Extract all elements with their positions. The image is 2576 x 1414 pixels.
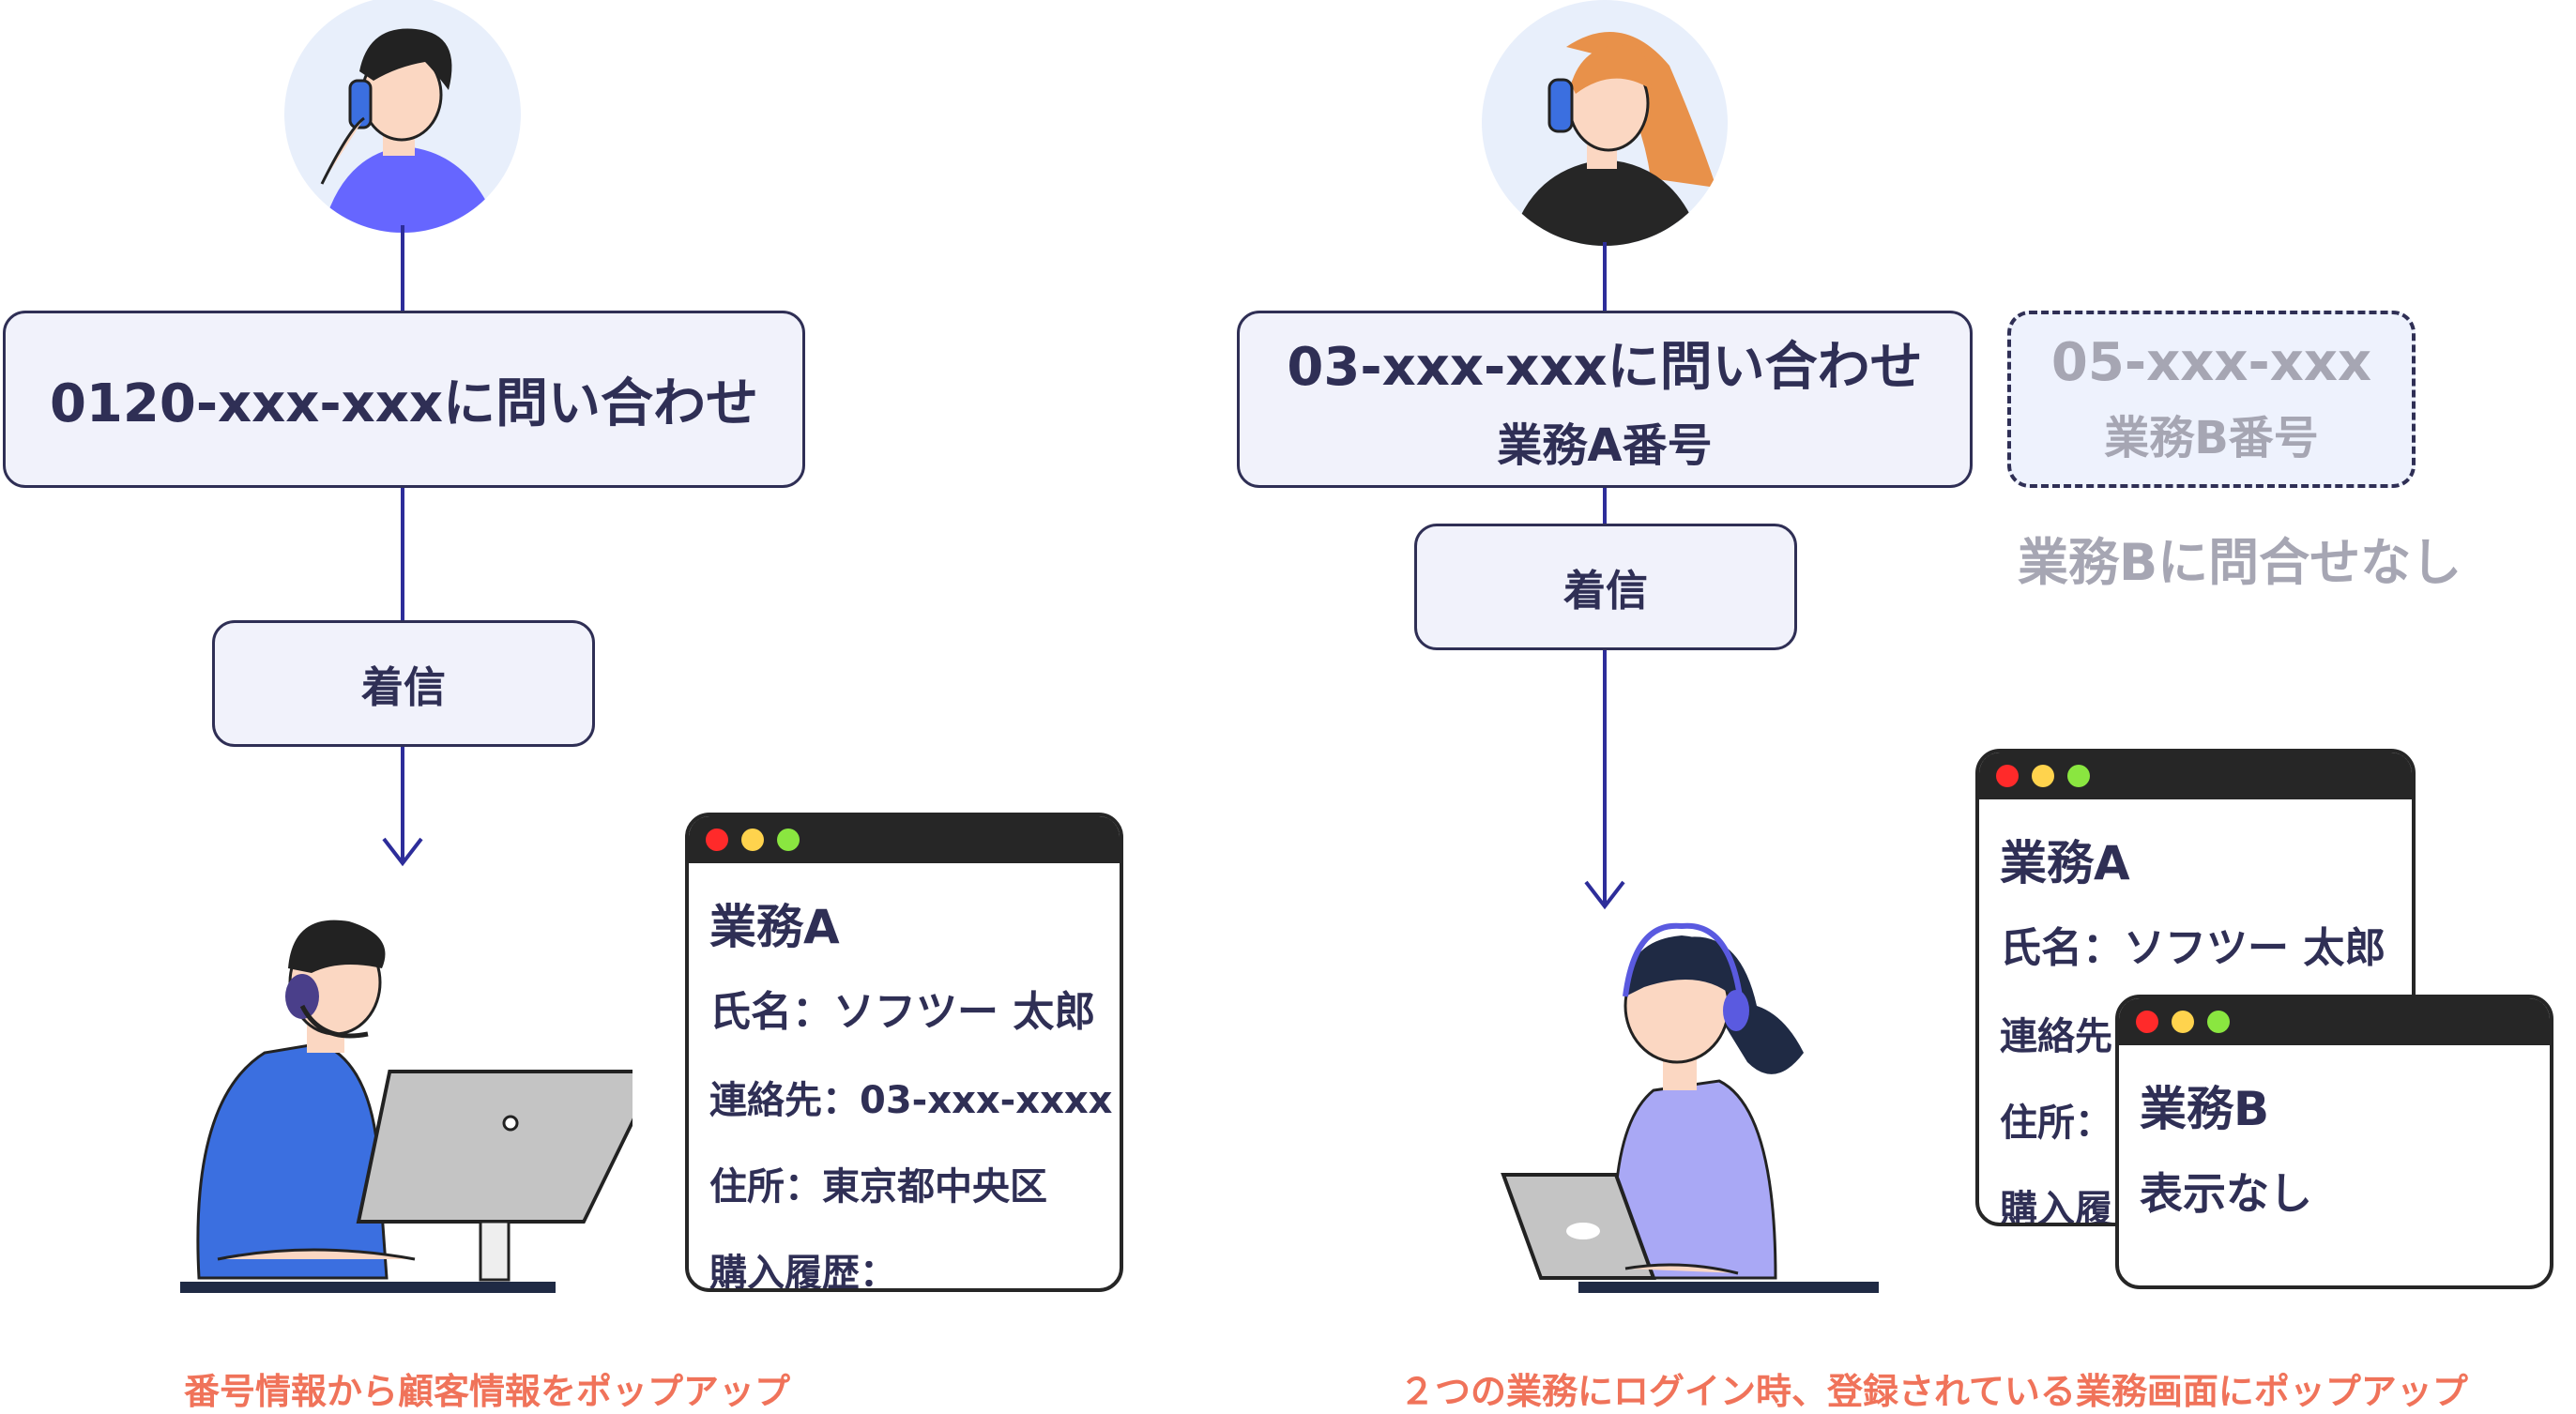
minimize-dot-icon[interactable]: [2032, 765, 2054, 787]
caption-right: ２つの業務にログイン時、登録されている業務画面にポップアップ: [1399, 1371, 2468, 1412]
window-title: 業務A: [709, 900, 840, 954]
operator-woman-illustration: [1501, 922, 1879, 1293]
incoming-box-right: 着信: [1414, 524, 1797, 650]
close-dot-icon[interactable]: [2136, 1011, 2158, 1033]
caption-left: 番号情報から顧客情報をポップアップ: [184, 1371, 791, 1412]
no-display-text: 表示なし: [2140, 1168, 2312, 1219]
window-titlebar: [1979, 753, 2412, 799]
maximize-dot-icon[interactable]: [2067, 765, 2090, 787]
maximize-dot-icon[interactable]: [777, 829, 800, 851]
purchase-history: 購入履: [2000, 1188, 2112, 1226]
connector-line: [401, 225, 404, 312]
purchase-history: 購入履歴：: [709, 1252, 897, 1292]
window-title: 業務B: [2140, 1082, 2270, 1136]
popup-window-business-a: 業務A 氏名：ソフツー 太郎 連絡先：03-xxx-xxxx 住所：東京都中央区…: [685, 813, 1123, 1292]
close-dot-icon[interactable]: [706, 829, 728, 851]
incoming-box-left: 着信: [212, 620, 595, 747]
connector-line: [401, 747, 404, 863]
inquiry-business-label: 業務A番号: [1497, 419, 1713, 472]
inquiry-text: 03-xxx-xxxに問い合わせ: [1287, 337, 1923, 398]
window-titlebar: [689, 816, 1120, 863]
incoming-label: 着信: [1562, 566, 1648, 616]
customer-name: 氏名：ソフツー 太郎: [709, 988, 1096, 1036]
customer-address: 住所：東京都中央区: [709, 1165, 1047, 1209]
minimize-dot-icon[interactable]: [741, 829, 764, 851]
connector-line: [1603, 650, 1607, 905]
close-dot-icon[interactable]: [1996, 765, 2019, 787]
minimize-dot-icon[interactable]: [2172, 1011, 2194, 1033]
arrow-down-icon: [382, 837, 423, 867]
connector-line: [1603, 488, 1607, 524]
incoming-label: 着信: [360, 662, 446, 712]
connector-line: [401, 488, 404, 620]
inquiry-text: 0120-xxx-xxxに問い合わせ: [49, 373, 759, 434]
operator-man-illustration: [180, 920, 633, 1293]
caller-avatar-man: [284, 0, 521, 233]
connector-line: [1603, 242, 1607, 312]
arrow-down-icon: [1584, 880, 1625, 910]
no-inquiry-note: 業務Bに問合せなし: [2018, 533, 2462, 592]
customer-contact: 連絡先: [2000, 1015, 2112, 1058]
window-titlebar: [2119, 998, 2550, 1045]
window-title: 業務A: [2000, 836, 2130, 890]
business-b-label: 業務B番号: [2104, 412, 2319, 464]
business-b-number: 05-xxx-xxx: [2050, 332, 2372, 393]
business-b-number-box: 05-xxx-xxx 業務B番号: [2007, 311, 2416, 488]
maximize-dot-icon[interactable]: [2207, 1011, 2230, 1033]
inquiry-box-left: 0120-xxx-xxxに問い合わせ: [3, 311, 805, 488]
customer-address: 住所：: [2000, 1102, 2112, 1145]
inquiry-box-right: 03-xxx-xxxに問い合わせ 業務A番号: [1237, 311, 1973, 488]
customer-contact: 連絡先：03-xxx-xxxx: [709, 1079, 1113, 1122]
customer-name: 氏名：ソフツー 太郎: [2000, 924, 2386, 972]
popup-window-business-b: 業務B 表示なし: [2115, 995, 2553, 1289]
caller-avatar-woman: [1482, 0, 1728, 246]
